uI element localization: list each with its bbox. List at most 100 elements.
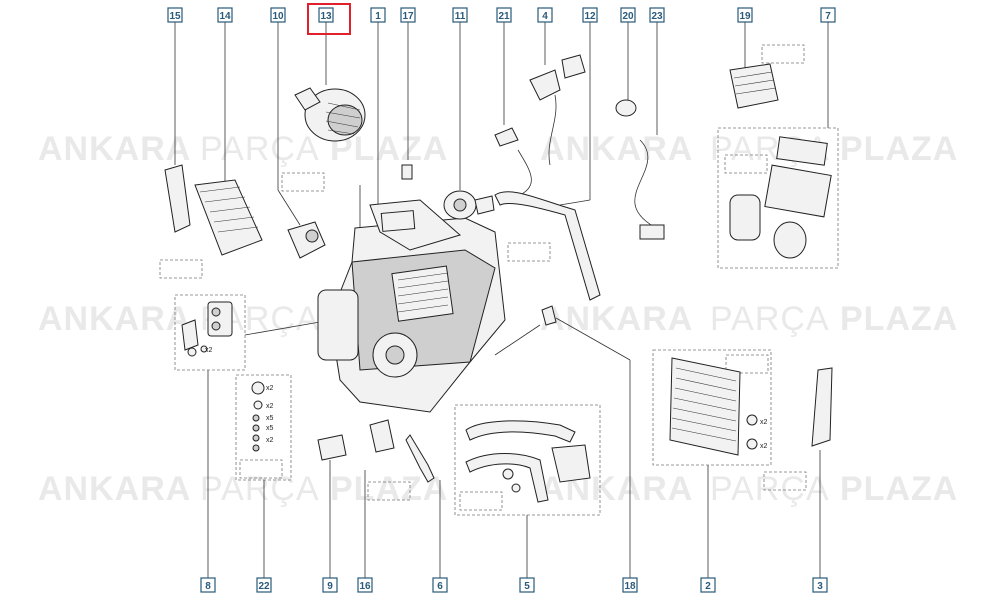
svg-text:11: 11 [455,11,466,22]
svg-text:4: 4 [542,11,548,22]
callout-10[interactable]: 10 [270,7,286,23]
flap-actuator [443,190,495,220]
seal-kit [729,136,832,259]
top-callouts: 15 14 10 13 1 17 11 21 4 12 20 23 19 7 [167,3,836,35]
label-box [281,172,325,192]
svg-text:7: 7 [825,11,831,22]
label-box [459,491,503,511]
svg-text:1: 1 [375,11,381,22]
callout-15[interactable]: 15 [167,7,183,23]
callout-22[interactable]: 22 [256,577,272,593]
quantity-label: x2 [266,437,274,444]
callout-7[interactable]: 7 [820,7,836,23]
watermark-row-3: ANKARA PARÇA PLAZA ANKARA PARÇA PLAZA [38,470,958,508]
callout-17[interactable]: 17 [400,7,416,23]
callout-13[interactable]: 13 [318,7,334,23]
svg-text:13: 13 [320,11,332,22]
quantity-label: x2 [760,419,768,426]
callout-20[interactable]: 20 [620,7,636,23]
svg-text:8: 8 [205,581,211,592]
callout-4[interactable]: 4 [537,7,553,23]
quantity-label: x5 [266,415,274,422]
svg-text:23: 23 [651,11,663,22]
svg-text:2: 2 [705,581,711,592]
callout-11[interactable]: 11 [452,7,468,23]
callout-2[interactable]: 2 [700,577,716,593]
group-box-7 [717,127,839,269]
blower-resistor [287,221,326,259]
svg-text:21: 21 [498,11,510,22]
svg-text:20: 20 [622,11,634,22]
grommet-and-pipe [615,99,665,240]
connectors [317,419,435,483]
callout-16[interactable]: 16 [357,577,373,593]
blower-motor [294,87,366,142]
group-box-8 [174,294,246,371]
group-box-2 [652,349,772,466]
svg-text:14: 14 [219,11,231,22]
expansion-valve: x2 [181,301,233,357]
bottom-callouts: 8 22 9 16 6 5 18 2 3 [200,577,828,593]
svg-text:19: 19 [739,11,751,22]
bracket [811,367,833,447]
label-box [507,242,551,262]
group-box-22 [235,374,292,481]
watermark-plaza: PLAZA [840,300,958,338]
svg-text:22: 22 [258,581,270,592]
screw [541,305,557,326]
label-box [367,481,411,501]
group-boxes [159,44,839,516]
label-box [725,354,769,374]
highlight-box [307,3,351,35]
watermark-ankara: ANKARA [38,470,191,508]
watermark-parca: PARÇA [200,130,320,168]
fastener-kit: x2 x2 x5 x5 x2 [251,381,274,452]
callout-6[interactable]: 6 [432,577,448,593]
quantity-label: x2 [760,443,768,450]
watermark-parca: PARÇA [710,470,830,508]
quantity-label: x2 [266,403,274,410]
callout-19[interactable]: 19 [737,7,753,23]
quantity-label: x2 [266,385,274,392]
quantity-label: x5 [266,425,274,432]
label-box [763,471,807,491]
wiring-harness [494,54,601,301]
pollen-filter-element [729,63,779,109]
label-box [159,259,203,279]
label-box [239,459,283,479]
callout-8[interactable]: 8 [200,577,216,593]
svg-text:16: 16 [359,581,371,592]
quantity-label: x2 [205,347,213,354]
callout-3[interactable]: 3 [812,577,828,593]
svg-text:17: 17 [402,11,414,22]
svg-text:12: 12 [584,11,596,22]
label-box [761,44,805,64]
watermark-ankara: ANKARA [38,130,191,168]
callout-1[interactable]: 1 [370,7,386,23]
watermark-ankara: ANKARA [540,300,693,338]
clip [401,164,413,180]
svg-text:18: 18 [624,581,636,592]
callout-14[interactable]: 14 [217,7,233,23]
svg-text:6: 6 [437,581,443,592]
label-box [724,154,768,174]
svg-text:15: 15 [169,11,181,22]
callout-9[interactable]: 9 [322,577,338,593]
svg-text:5: 5 [524,581,530,592]
svg-text:9: 9 [327,581,333,592]
callout-5[interactable]: 5 [519,577,535,593]
callout-21[interactable]: 21 [496,7,512,23]
heater-hoses [465,420,591,503]
watermark-plaza: PLAZA [840,130,958,168]
watermark-parca: PARÇA [200,470,320,508]
cabin-filter [164,164,263,256]
watermark-ankara: ANKARA [540,130,693,168]
callout-12[interactable]: 12 [582,7,598,23]
callout-23[interactable]: 23 [649,7,665,23]
watermark-plaza: PLAZA [840,470,958,508]
watermark-parca: PARÇA [710,300,830,338]
svg-text:10: 10 [272,11,284,22]
callout-18[interactable]: 18 [622,577,638,593]
watermark-row-1: ANKARA PARÇA PLAZA ANKARA PARÇA PLAZA [38,130,958,168]
